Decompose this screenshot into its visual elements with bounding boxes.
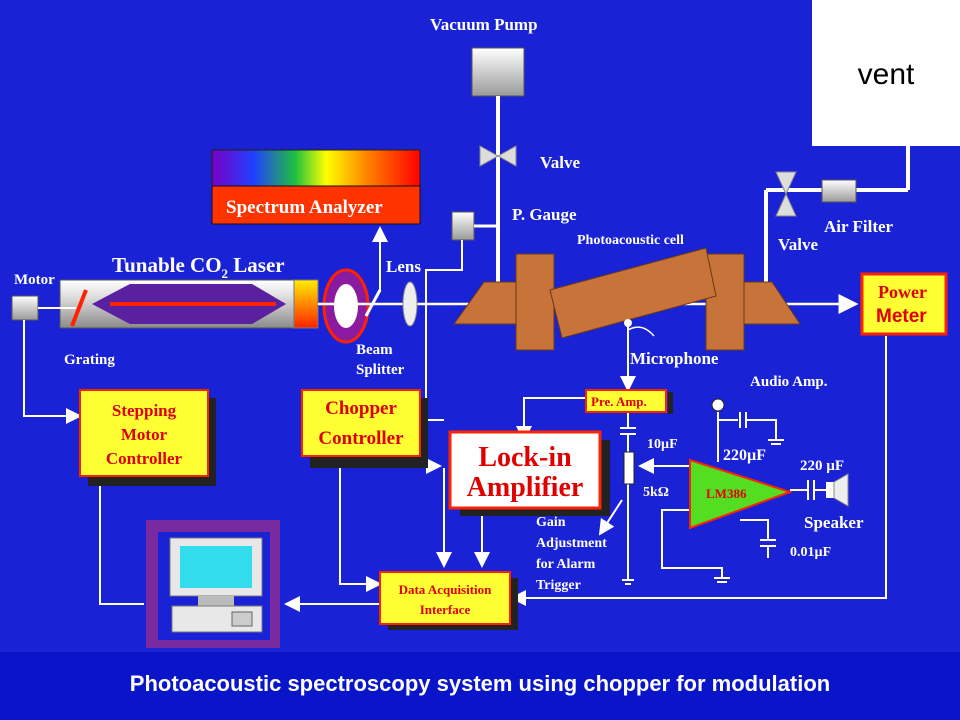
label-10uf: 10µF xyxy=(647,437,678,452)
label-air-filter: Air Filter xyxy=(824,217,894,236)
daq-box xyxy=(379,571,518,630)
lens-icon xyxy=(402,281,418,327)
air-filter-icon xyxy=(821,179,857,203)
label-gain-1: Gain xyxy=(536,515,566,530)
potentiometer-icon xyxy=(623,451,635,485)
spectrum-analyzer xyxy=(211,149,421,225)
label-gain-2: Adjustment xyxy=(536,536,607,551)
label-pre-amp: Pre. Amp. xyxy=(591,394,647,409)
label-5k: 5kΩ xyxy=(643,485,669,500)
chopper-controller-box xyxy=(301,389,428,468)
label-daq-1: Data Acquisition xyxy=(399,582,493,597)
audio-amp-node xyxy=(711,398,725,412)
label-lens: Lens xyxy=(386,257,421,276)
pre-amp-box xyxy=(585,389,667,413)
stepping-controller-box xyxy=(79,389,216,486)
label-valve-right: Valve xyxy=(778,235,818,254)
speaker-icon xyxy=(826,473,849,507)
label-audio-amp: Audio Amp. xyxy=(750,374,828,390)
label-photoacoustic-cell: Photoacoustic cell xyxy=(577,233,684,248)
pressure-gauge xyxy=(451,211,498,241)
label-laser-sub: 2 xyxy=(222,266,229,281)
vent-box xyxy=(812,0,960,146)
label-beam-2: Splitter xyxy=(356,362,405,378)
label-lockin-2: Amplifier xyxy=(467,472,584,503)
chopper-wheel-icon xyxy=(322,268,370,344)
label-grating: Grating xyxy=(64,352,115,368)
label-spectrum-analyzer: Spectrum Analyzer xyxy=(226,197,383,218)
label-laser-tail: Laser xyxy=(228,253,285,277)
label-lockin-1: Lock-in xyxy=(478,442,572,473)
computer-icon xyxy=(146,520,280,648)
label-chopper-2: Controller xyxy=(318,428,404,449)
photoacoustic-cell xyxy=(453,247,801,351)
vacuum-pump xyxy=(471,47,525,97)
microphone-pointer xyxy=(627,326,655,337)
label-motor: Motor xyxy=(14,272,55,288)
label-beam-1: Beam xyxy=(356,342,393,358)
label-meter: Meter xyxy=(876,306,927,327)
vent-plumbing xyxy=(764,146,910,282)
label-stepping-3: Controller xyxy=(106,449,183,468)
valve-right-icon xyxy=(775,171,797,217)
label-gain-4: Trigger xyxy=(536,578,581,593)
label-laser-main: Tunable CO xyxy=(112,253,222,277)
label-vacuum-pump: Vacuum Pump xyxy=(430,15,538,34)
wiring xyxy=(23,240,887,612)
label-chopper-1: Chopper xyxy=(325,398,397,419)
label-220uf-b: 220 µF xyxy=(800,458,844,474)
vent-label: vent xyxy=(857,58,915,91)
lm386-amp-icon xyxy=(689,458,794,530)
power-meter-box xyxy=(860,272,948,336)
caption-bar xyxy=(0,652,960,720)
lockin-amplifier-box xyxy=(448,430,610,516)
co2-laser xyxy=(59,279,319,329)
label-220uf-a: 220µF xyxy=(723,447,766,464)
label-speaker: Speaker xyxy=(804,513,864,532)
label-stepping-2: Motor xyxy=(121,425,168,444)
beam-splitter-icon xyxy=(364,289,382,317)
label-microphone: Microphone xyxy=(630,349,719,368)
microphone-icon xyxy=(624,319,632,327)
label-p-gauge: P. Gauge xyxy=(512,205,577,224)
label-stepping-1: Stepping xyxy=(112,401,177,420)
label-power: Power xyxy=(878,282,927,302)
valve-top-icon xyxy=(479,145,517,167)
caption: Photoacoustic spectroscopy system using … xyxy=(129,671,831,696)
label-lm386: LM386 xyxy=(706,486,747,501)
label-gain-3: for Alarm xyxy=(536,557,596,572)
label-valve-top: Valve xyxy=(540,153,580,172)
label-001uf: 0.01µF xyxy=(790,545,831,560)
label-daq-2: Interface xyxy=(420,602,471,617)
label-laser: Tunable CO2 Laser xyxy=(112,253,285,281)
